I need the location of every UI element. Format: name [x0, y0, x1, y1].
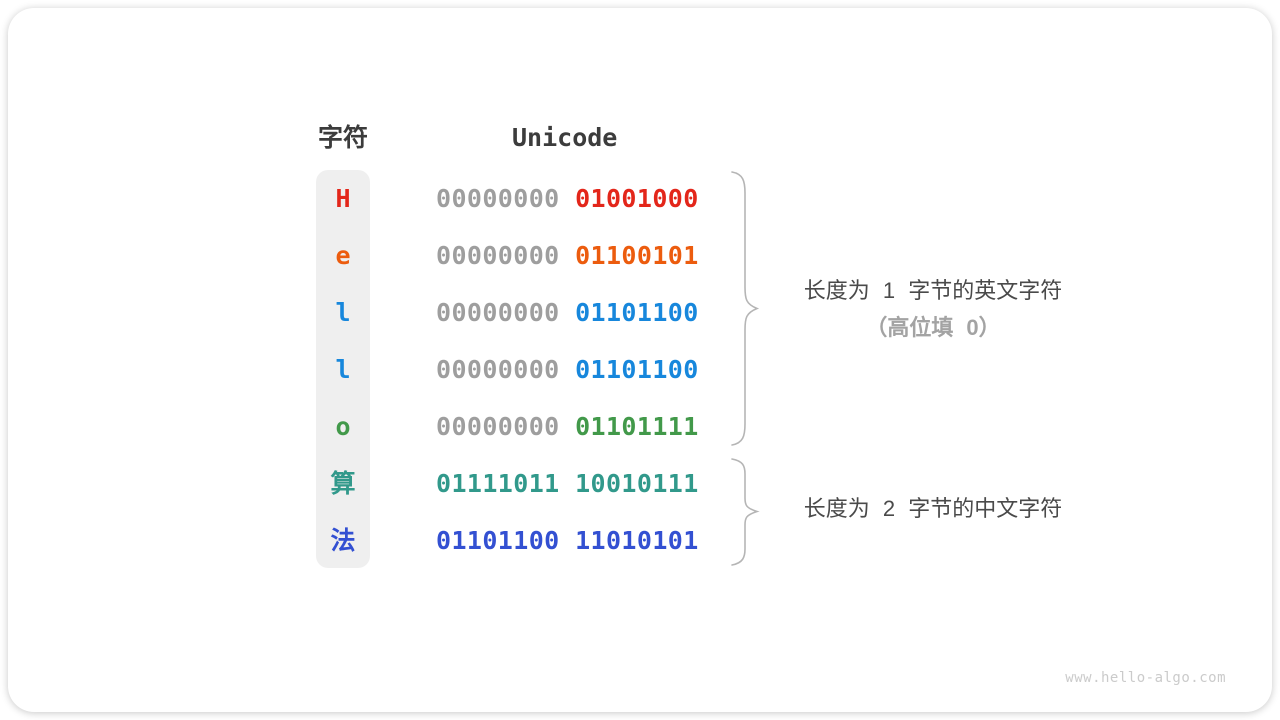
- unicode-binary: 00000000 01001000: [436, 184, 699, 214]
- character-cell: 算: [330, 470, 356, 498]
- column-header-char: 字符: [318, 124, 369, 152]
- unicode-binary: 00000000 01101111: [436, 412, 699, 442]
- encoding-row-suan: 算 01111011 10010111: [8, 469, 768, 499]
- binary-byte-high: 01111011: [436, 469, 560, 498]
- binary-byte-high: 00000000: [436, 184, 560, 213]
- watermark-url: www.hello-algo.com: [1065, 670, 1226, 686]
- encoding-row-fa: 法 01101100 11010101: [8, 526, 768, 556]
- character-column-background: [316, 170, 370, 568]
- unicode-binary: 01101100 11010101: [436, 526, 699, 556]
- character-cell: o: [335, 412, 351, 441]
- encoding-row-e: e 00000000 01100101: [8, 241, 768, 271]
- binary-byte-high: 00000000: [436, 298, 560, 327]
- encoding-row-h: H 00000000 01001000: [8, 184, 768, 214]
- unicode-binary: 00000000 01100101: [436, 241, 699, 271]
- binary-byte-low: 01001000: [575, 184, 699, 213]
- encoding-row-l2: l 00000000 01101100: [8, 355, 768, 385]
- character-cell: l: [335, 355, 351, 384]
- binary-byte-low: 01101111: [575, 412, 699, 441]
- character-cell: 法: [330, 527, 356, 555]
- character-cell: l: [335, 298, 351, 327]
- brace-english-group: [731, 171, 760, 446]
- binary-byte-high: 00000000: [436, 412, 560, 441]
- figure-card: 字符 Unicode H 00000000 01001000 e 0000000…: [8, 8, 1272, 712]
- encoding-row-l1: l 00000000 01101100: [8, 298, 768, 328]
- binary-byte-high: 01101100: [436, 526, 560, 555]
- binary-byte-low: 10010111: [575, 469, 699, 498]
- character-cell: e: [335, 241, 351, 270]
- binary-byte-high: 00000000: [436, 355, 560, 384]
- annotation-chinese-chars: 长度为 2 字节的中文字符: [803, 496, 1063, 521]
- annotation-high-bits-zero: （高位填 0）: [865, 315, 1001, 340]
- unicode-binary: 00000000 01101100: [436, 298, 699, 328]
- unicode-binary: 01111011 10010111: [436, 469, 699, 499]
- binary-byte-high: 00000000: [436, 241, 560, 270]
- binary-byte-low: 01100101: [575, 241, 699, 270]
- encoding-row-o: o 00000000 01101111: [8, 412, 768, 442]
- binary-byte-low: 11010101: [575, 526, 699, 555]
- binary-byte-low: 01101100: [575, 298, 699, 327]
- annotation-english-chars: 长度为 1 字节的英文字符: [803, 278, 1063, 303]
- character-cell: H: [335, 184, 351, 213]
- brace-chinese-group: [731, 458, 760, 566]
- column-header-unicode: Unicode: [512, 123, 618, 152]
- binary-byte-low: 01101100: [575, 355, 699, 384]
- unicode-binary: 00000000 01101100: [436, 355, 699, 385]
